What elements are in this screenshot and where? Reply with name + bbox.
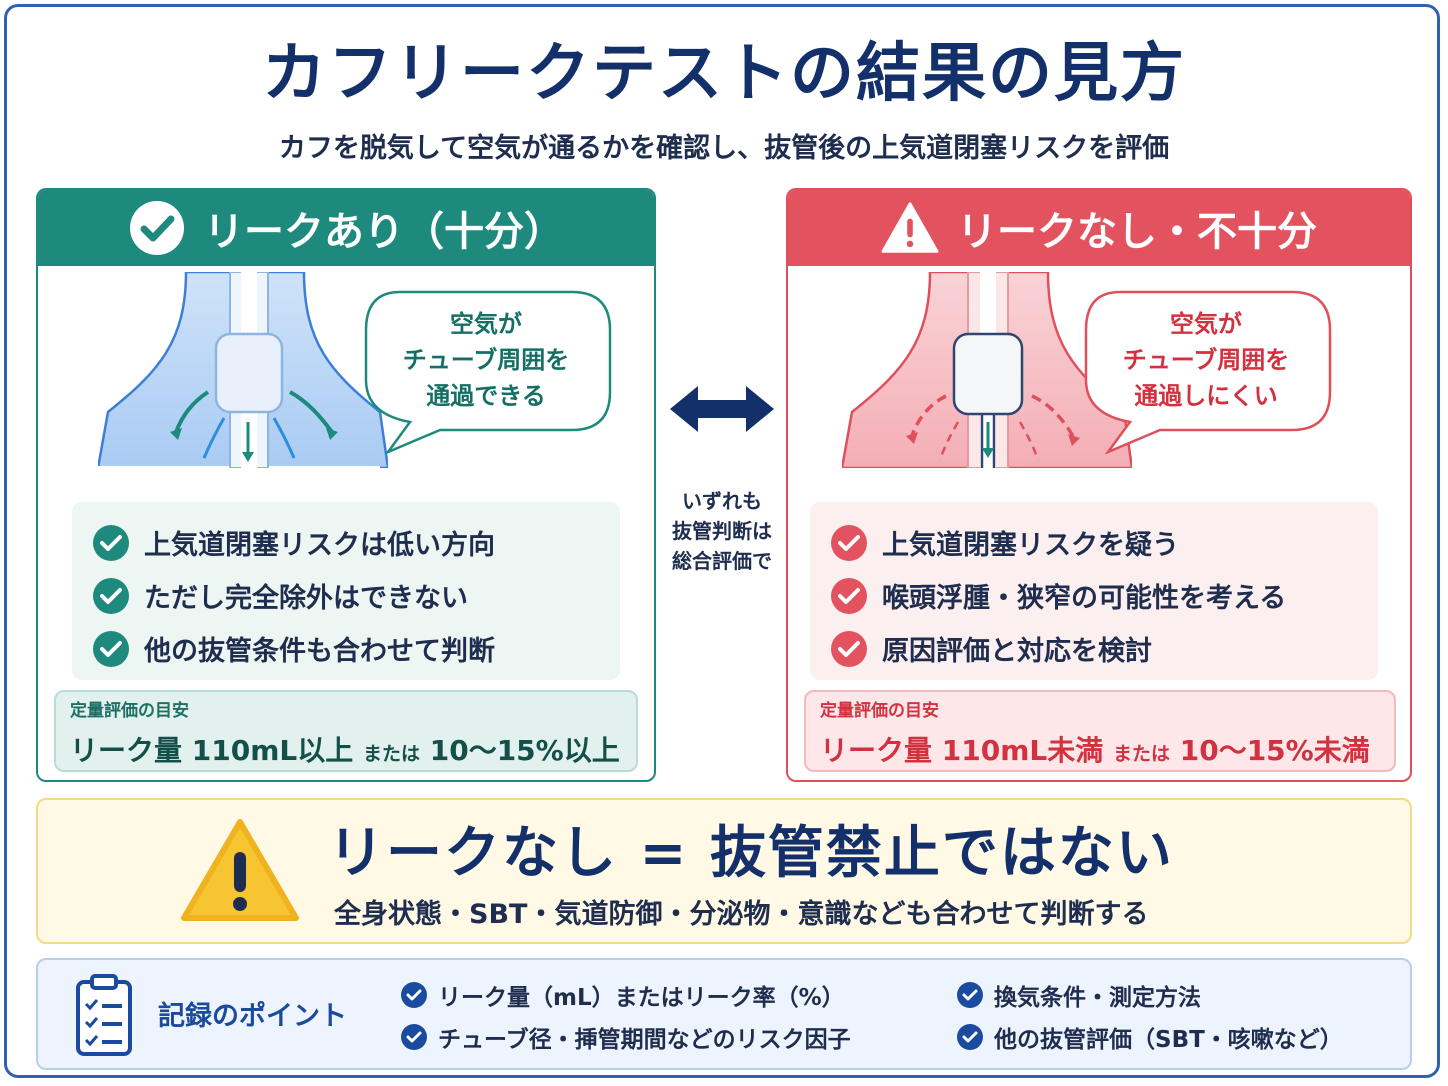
middle-line: 抜管判断は [672,519,772,543]
warning-triangle-icon [181,819,299,921]
bubble-line: 空気が [1170,310,1242,338]
leak-present-header: リークあり（十分） [38,190,654,266]
leak-absent-panel: リークなし・不十分 空気が チューブ周囲を 通過しにくい 上気道閉塞リスクを疑う [786,188,1412,782]
check-text: 上気道閉塞リスクを疑う [882,530,1179,561]
quant-or: または [362,743,420,765]
bubble-line: 通過できる [426,382,546,410]
double-arrow-icon [670,386,774,432]
clipboard-icon [76,974,132,1056]
record-label: 記録のポイント [158,1001,347,1032]
page-subtitle: カフを脱気して空気が通るかを確認し、抜管後の上気道閉塞リスクを評価 [278,133,1170,164]
leak-present-checklist: 上気道閉塞リスクは低い方向 ただし完全除外はできない 他の抜管条件も合わせて判断 [72,502,620,680]
record-item-text: 他の抜管評価（SBT・咳嗽など） [994,1027,1343,1053]
page-title: カフリークテストの結果の見方 [262,37,1186,111]
bubble-text: 空気が チューブ周囲を 通過しにくい [1088,306,1324,414]
bubble-line: チューブ周囲を [402,346,570,374]
check-circle-icon [831,630,867,667]
check-circle-icon [957,1024,983,1050]
quant-part1: リーク量 110mL未満 [820,734,1104,767]
leak-present-quant-box: 定量評価の目安 リーク量 110mL以上 または 10〜15%以上 [54,690,638,772]
quant-label: 定量評価の目安 [70,701,189,721]
leak-present-title: リークあり（十分） [204,209,564,255]
quant-part1: リーク量 110mL以上 [70,734,354,767]
list-item: 喉頭浮腫・狭窄の可能性を考える [830,569,1378,622]
check-text: 上気道閉塞リスクは低い方向 [144,530,495,561]
warning-subtitle: 全身状態・SBT・気道防御・分泌物・意識なども合わせて判断する [334,899,1149,930]
check-circle-icon [93,577,129,614]
check-circle-icon [957,982,983,1008]
warning-triangle-icon [881,199,939,257]
warning-box: リークなし = 抜管禁止ではない 全身状態・SBT・気道防御・分泌物・意識なども… [36,798,1412,944]
check-circle-icon [128,199,186,257]
quant-part2: 10〜15%未満 [1179,734,1370,767]
record-item-text: 換気条件・測定方法 [994,985,1201,1011]
record-item-text: リーク量（mL）またはリーク率（%） [438,985,845,1011]
leak-present-panel: リークあり（十分） 空気が チューブ周囲を 通過できる 上気道閉塞リスクは低い方 [36,188,656,782]
speech-bubble [1084,290,1332,454]
record-item-text: チューブ径・挿管期間などのリスク因子 [438,1027,851,1053]
list-item: 他の抜管条件も合わせて判断 [92,622,620,675]
list-item: 原因評価と対応を検討 [830,622,1378,675]
bubble-line: 空気が [450,310,522,338]
middle-line: いずれも [682,489,762,513]
warning-title: リークなし = 抜管禁止ではない [328,821,1174,886]
list-item: 換気条件・測定方法 [956,978,1201,1012]
airway-narrow-illustration [842,272,1132,468]
list-item: リーク量（mL）またはリーク率（%） [400,978,845,1012]
list-item: チューブ径・挿管期間などのリスク因子 [400,1020,851,1054]
quant-label: 定量評価の目安 [820,701,939,721]
check-circle-icon [831,524,867,561]
check-circle-icon [401,1024,427,1050]
quant-value: リーク量 110mL以上 または 10〜15%以上 [70,729,622,769]
quant-value: リーク量 110mL未満 または 10〜15%未満 [820,729,1380,769]
check-text: 喉頭浮腫・狭窄の可能性を考える [882,583,1287,614]
quant-or: または [1112,743,1170,765]
list-item: 上気道閉塞リスクを疑う [830,516,1378,569]
check-circle-icon [93,524,129,561]
leak-absent-header: リークなし・不十分 [788,190,1410,266]
check-text: 他の抜管条件も合わせて判断 [144,636,495,667]
bubble-line: 通過しにくい [1134,382,1278,410]
quant-part2: 10〜15%以上 [429,734,620,767]
check-text: ただし完全除外はできない [144,583,468,614]
leak-absent-checklist: 上気道閉塞リスクを疑う 喉頭浮腫・狭窄の可能性を考える 原因評価と対応を検討 [810,502,1378,680]
list-item: ただし完全除外はできない [92,569,620,622]
list-item: 上気道閉塞リスクは低い方向 [92,516,620,569]
check-circle-icon [831,577,867,614]
check-circle-icon [93,630,129,667]
bubble-text: 空気が チューブ周囲を 通過できる [368,306,604,414]
airway-open-illustration [98,272,388,468]
leak-absent-title: リークなし・不十分 [957,209,1317,255]
middle-line: 総合評価で [672,549,772,573]
check-text: 原因評価と対応を検討 [882,636,1152,667]
list-item: 他の抜管評価（SBT・咳嗽など） [956,1020,1343,1054]
record-points-box: 記録のポイント リーク量（mL）またはリーク率（%） 換気条件・測定方法 チュー… [36,958,1412,1070]
speech-bubble [364,290,612,454]
check-circle-icon [401,982,427,1008]
leak-absent-quant-box: 定量評価の目安 リーク量 110mL未満 または 10〜15%未満 [804,690,1396,772]
middle-note: いずれも 抜管判断は 総合評価で [656,486,788,576]
bubble-line: チューブ周囲を [1122,346,1290,374]
